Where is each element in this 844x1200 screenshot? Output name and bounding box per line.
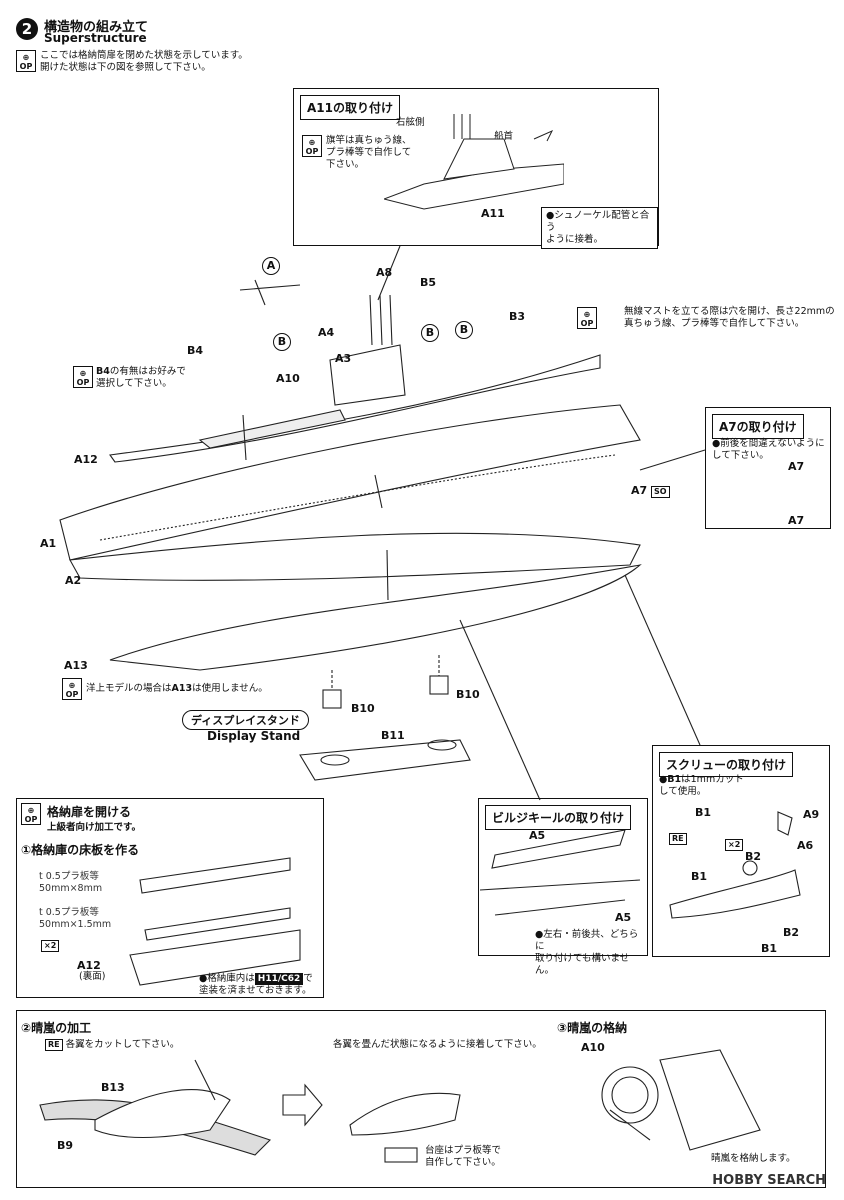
op-icon: ⊕OP — [21, 803, 41, 826]
a10-label: A10 — [276, 372, 300, 385]
b4-note: B4の有無はお好みで選択して下さい。 — [96, 366, 186, 389]
a10-label: A10 — [581, 1041, 605, 1054]
a11-box-title: A11の取り付け — [300, 95, 400, 120]
a3-label: A3 — [335, 352, 352, 365]
a6-label: A6 — [797, 839, 814, 852]
x2-code: ×2 — [725, 832, 744, 851]
mast-note: 無線マストを立てる際は穴を開け、長さ22mmの真ちゅう線、プラ棒等で自作して下さ… — [624, 306, 835, 329]
b3-label: B3 — [509, 310, 526, 323]
op-icon: ⊕OP — [577, 307, 597, 330]
b13-label: B13 — [101, 1081, 125, 1094]
step-title-en: Superstructure — [44, 31, 147, 45]
a7-label: A7 SO — [631, 484, 670, 498]
a2-label: A2 — [65, 574, 82, 587]
a13-label: A13 — [64, 659, 88, 672]
b1-label: B1 — [695, 806, 712, 819]
a11-box: A11の取り付け ⊕OP 旗竿は真ちゅう線、プラ棒等で自作して下さい。 右舷側 … — [293, 88, 659, 249]
seiran-box: ②晴嵐の加工 RE 各翼をカットして下さい。 各翼を畳んだ状態になるように接着し… — [16, 1010, 826, 1188]
b11-label: B11 — [381, 729, 405, 742]
a7-top-label: A7 — [788, 460, 805, 473]
b1-cut-note: ●B1は1mmカットして使用。 — [659, 774, 744, 797]
bilge-note: ●左右・前後共、どちらに取り付けても構いません。 — [535, 929, 639, 976]
starboard-label: 右舷側 — [396, 117, 425, 128]
a7-box: A7の取り付け ●前後を間違えないようにして下さい。 A7 A7 — [705, 407, 831, 529]
dolly-note: 台座はプラ板等で自作して下さい。 — [425, 1145, 502, 1168]
screw-box: スクリューの取り付け ●B1は1mmカットして使用。 B1 RE ×2 A9 B… — [652, 745, 830, 957]
part-b-marker: B — [273, 333, 291, 351]
stow-note: 晴嵐を格納します。 — [711, 1153, 796, 1164]
b5-label: B5 — [420, 276, 437, 289]
screw-box-title: スクリューの取り付け — [659, 752, 794, 777]
a1-label: A1 — [40, 537, 57, 550]
b2-label: B2 — [783, 926, 800, 939]
op-icon: ⊕OP — [302, 135, 322, 158]
bilge-box-title: ビルジキールの取り付け — [485, 805, 632, 830]
hangar-box: ⊕OP 格納扉を開ける 上級者向け加工です。 ①格納庫の床板を作る t 0.5プ… — [16, 798, 324, 998]
a12-label: A12 — [77, 959, 101, 972]
a9-label: A9 — [803, 808, 820, 821]
snorkel-callout: ●シュノーケル配管と合うように接着。 — [541, 207, 658, 249]
b1-label: B1 — [691, 870, 708, 883]
op-icon: ⊕OP — [16, 50, 36, 73]
a13-note: 洋上モデルの場合はA13は使用しません。 — [86, 683, 268, 694]
seiran-step3: ③晴嵐の格納 — [557, 1021, 628, 1035]
a5-bottom-label: A5 — [615, 911, 632, 924]
display-stand-en: Display Stand — [207, 729, 301, 743]
hangar-box-subtitle: 上級者向け加工です。 — [47, 822, 142, 833]
bow-label: 船首 — [494, 131, 514, 142]
x2-code: ×2 — [41, 933, 60, 952]
a7-note: ●前後を間違えないようにして下さい。 — [712, 438, 825, 461]
a12-sub: (裏面) — [79, 971, 106, 982]
flagpole-note: 旗竿は真ちゅう線、プラ棒等で自作して下さい。 — [326, 135, 412, 170]
watermark: HOBBY SEARCH — [712, 1173, 826, 1188]
a4-label: A4 — [318, 326, 335, 339]
op-icon: ⊕OP — [62, 678, 82, 701]
a11-label: A11 — [481, 207, 505, 220]
display-stand-jp: ディスプレイスタンド — [182, 710, 309, 730]
b2-label: B2 — [745, 850, 762, 863]
hangar-step1: ①格納庫の床板を作る — [21, 843, 140, 857]
re-code: RE — [669, 826, 687, 845]
a5-top-label: A5 — [529, 829, 546, 842]
part-b-marker: B — [421, 324, 439, 342]
a7-box-title: A7の取り付け — [712, 414, 804, 439]
b4-label: B4 — [187, 344, 204, 357]
hangar-box-title: 格納扉を開ける — [47, 805, 132, 819]
bilge-box: ビルジキールの取り付け A5 A5 ●左右・前後共、どちらに取り付けても構いませ… — [478, 798, 648, 976]
re-note: RE 各翼をカットして下さい。 — [45, 1039, 179, 1051]
b10-label: B10 — [351, 702, 375, 715]
step-title-jp: 構造物の組み立て — [44, 20, 149, 35]
b1-label: B1 — [761, 942, 778, 955]
part-b-marker: B — [455, 321, 473, 339]
conning-tower-detail — [384, 114, 564, 210]
b9-label: B9 — [57, 1139, 74, 1152]
fold-note: 各翼を畳んだ状態になるように接着して下さい。 — [333, 1039, 542, 1050]
seiran-step2: ②晴嵐の加工 — [21, 1021, 92, 1035]
part-a-marker: A — [262, 257, 280, 275]
intro-note: ここでは格納筒扉を閉めた状態を示しています。開けた状態は下の図を参照して下さい。 — [40, 50, 248, 73]
a12-label: A12 — [74, 453, 98, 466]
b10-label: B10 — [456, 688, 480, 701]
a8-label: A8 — [376, 266, 393, 279]
op-icon: ⊕OP — [73, 366, 93, 389]
step-number: 2 — [16, 18, 38, 40]
a7-bottom-label: A7 — [788, 514, 805, 527]
